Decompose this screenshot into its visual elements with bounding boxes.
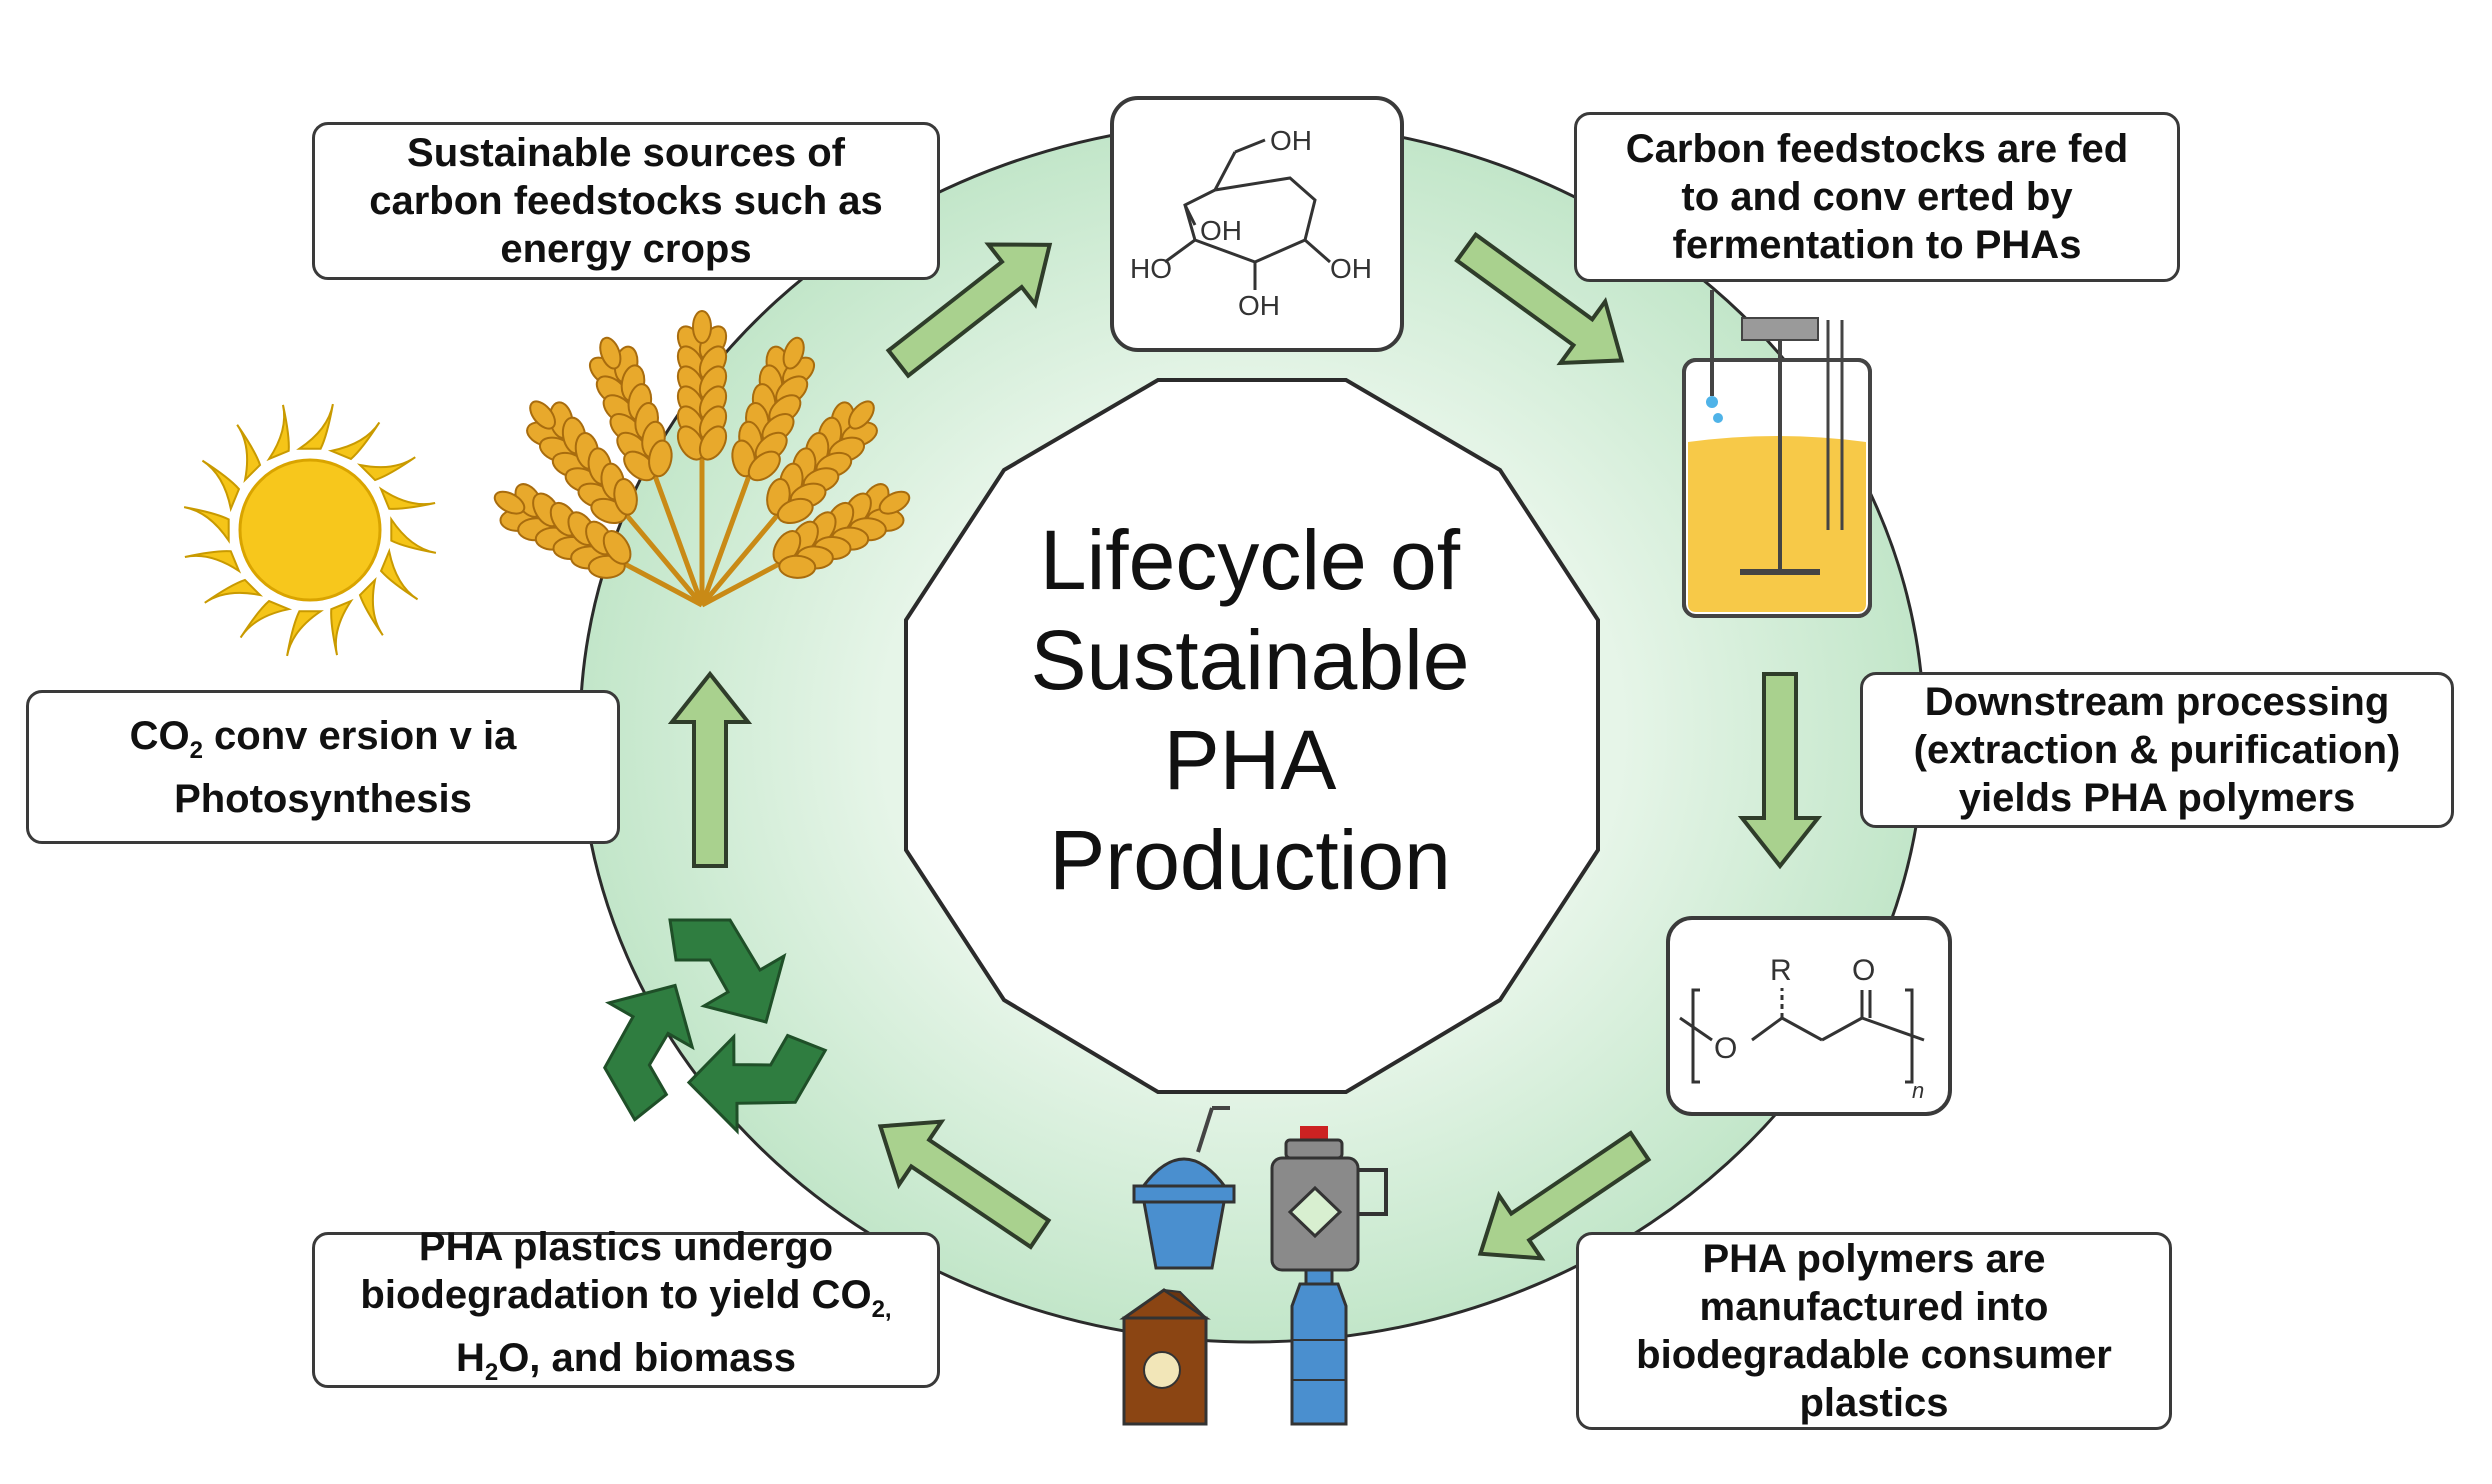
wheat-stalk: [699, 336, 816, 606]
title-line-1: Lifecycle of: [1039, 513, 1461, 607]
pha-polymer-box: [1666, 916, 1952, 1116]
glucose-oh-left: OH: [1200, 215, 1242, 246]
title-line-4: Production: [1049, 813, 1451, 907]
sun-ray: [379, 547, 419, 601]
glucose-oh-right: OH: [1330, 253, 1372, 284]
sun-ray: [183, 506, 230, 544]
sun-ray: [236, 424, 262, 484]
step-photosynthesis-label: CO2 conv ersion v ia Photosynthesis: [26, 690, 620, 844]
glucose-molecule-icon: [1164, 138, 1331, 290]
fermenter-icon: [1682, 290, 1872, 618]
sun-ray: [378, 486, 436, 510]
step-downstream-label: Downstream processing (extraction & puri…: [1860, 672, 2454, 828]
sun-ray: [266, 404, 290, 462]
glucose-oh-bottom: OH: [1238, 290, 1280, 321]
milk-carton-icon: [1119, 1288, 1211, 1426]
sun-ray: [358, 576, 384, 636]
sun-ray: [390, 516, 437, 554]
sun-ray: [201, 459, 241, 513]
water-bottle-icon: [1290, 1268, 1348, 1426]
arrow-to-products: [1477, 1130, 1652, 1261]
glucose-oh-top: OH: [1270, 125, 1312, 156]
wheat-stalk: [588, 336, 705, 606]
sun-ray: [327, 421, 381, 461]
arrow-to-wheat: [667, 670, 753, 868]
title-line-3: PHA: [1163, 713, 1337, 807]
wheat-icon: [493, 310, 911, 608]
arrow-to-glucose: [885, 242, 1053, 379]
pha-r-label: R: [1770, 954, 1792, 987]
arrow-to-fermenter: [1454, 231, 1625, 366]
sun-ray: [356, 456, 416, 482]
pha-o-ester-label: O: [1714, 1032, 1737, 1065]
sun-icon: [183, 403, 437, 657]
sun-ray: [239, 599, 293, 639]
wheat-stalk: [700, 400, 878, 607]
sun-ray: [286, 610, 324, 657]
recycle-icon: [603, 918, 828, 1135]
pha-o-carbonyl-label: O: [1852, 954, 1875, 987]
step-manufacture-label: PHA polymers are manufactured into biode…: [1576, 1232, 2172, 1430]
sun-ray: [184, 550, 242, 574]
diagram-title: Lifecycle of Sustainable PHA Production: [930, 510, 1570, 910]
step-fermentation-label: Carbon feedstocks are fed to and conv er…: [1574, 112, 2180, 282]
sun-ray: [296, 403, 334, 450]
step-biodegradation-label: PHA plastics undergo biodegradation to y…: [312, 1225, 940, 1388]
plastic-cup-icon: [1132, 1106, 1236, 1270]
pha-n-label: n: [1912, 1078, 1924, 1103]
arrow-to-polymer: [1737, 672, 1823, 870]
wheat-stalk: [700, 483, 911, 608]
pha-polymer-structure-icon: [1679, 988, 1925, 1084]
wheat-stalk: [676, 310, 728, 605]
glucose-box: [1110, 96, 1404, 352]
title-line-2: Sustainable: [1030, 613, 1470, 707]
step-sources-label: Sustainable sources of carbon feedstocks…: [312, 122, 940, 280]
arrow-to-recycle: [877, 1119, 1052, 1250]
center-decagon: [904, 378, 1600, 1094]
gray-jug-icon: [1270, 1126, 1388, 1272]
wheat-stalk: [526, 400, 704, 607]
sun-ray: [330, 598, 354, 656]
glucose-ho-left: HO: [1130, 253, 1172, 284]
sun-ray: [204, 578, 264, 604]
sun-disc: [238, 458, 382, 602]
wheat-stalk: [493, 483, 704, 608]
